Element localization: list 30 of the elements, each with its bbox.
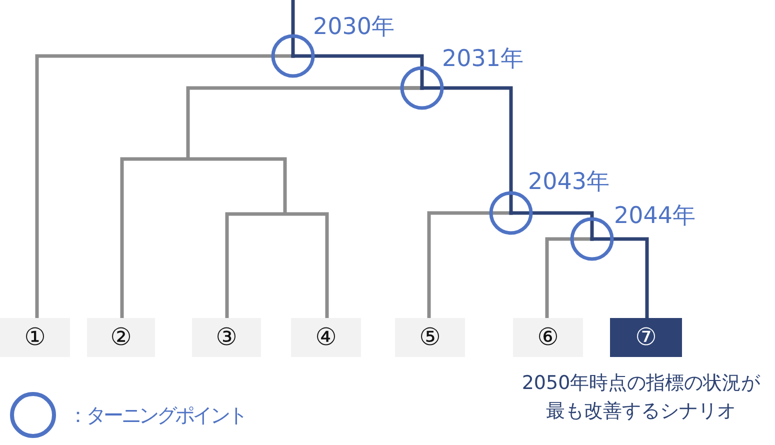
turning-point-circle	[271, 34, 315, 78]
year-label: 2044年	[614, 202, 696, 231]
year-label: 2031年	[442, 45, 524, 74]
scenario-note: 2050年時点の指標の状況が最も改善するシナリオ	[520, 371, 762, 424]
scenario-box: ③	[192, 318, 261, 357]
connector-line	[225, 212, 285, 318]
scenario-box: ④	[291, 318, 361, 357]
turning-point-circle	[570, 217, 614, 261]
connector-line	[120, 157, 188, 318]
connector-line	[291, 0, 295, 36]
scenario-box: ⑦	[610, 318, 682, 357]
scenario-box: ⑥	[513, 318, 583, 357]
connector-line	[545, 237, 572, 318]
scenario-box: ①	[0, 318, 70, 357]
connector-line	[35, 54, 273, 318]
connector-line	[186, 86, 402, 159]
turning-point-circle	[400, 66, 444, 110]
connector-line	[427, 211, 491, 318]
turning-point-circle	[489, 191, 533, 235]
connector-line	[313, 54, 424, 68]
year-label: 2030年	[313, 13, 395, 42]
connector-line	[612, 237, 649, 318]
connector-line	[285, 212, 329, 318]
year-label: 2043年	[528, 168, 610, 197]
connector-line	[188, 157, 287, 214]
scenario-box: ⑤	[395, 318, 465, 357]
scenario-box: ②	[87, 318, 155, 357]
connector-line	[442, 86, 513, 193]
legend-label: ：ターニングポイント	[68, 402, 246, 429]
connector-line	[531, 211, 594, 219]
